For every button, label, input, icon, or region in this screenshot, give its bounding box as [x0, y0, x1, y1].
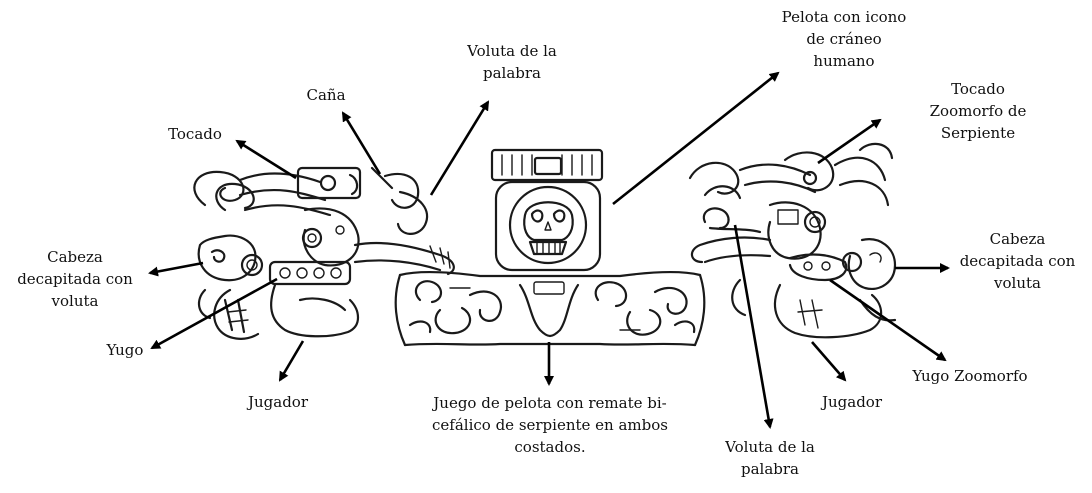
arrow-yugo	[152, 279, 277, 348]
arrow-tocado-zoomorfo	[818, 120, 880, 163]
ballcourt-bicephalic-serpent	[396, 272, 705, 345]
label-voluta-bottom: Voluta de la palabra	[700, 436, 840, 480]
label-cana: Caña	[296, 84, 356, 106]
arrow-cabeza-left	[150, 263, 203, 273]
label-pelota: Pelota con icono de cráneo humano	[764, 6, 924, 72]
left-player-figure	[194, 168, 453, 339]
arrow-tocado	[237, 141, 296, 178]
label-juego: Juego de pelota con remate bi- cefálico …	[410, 392, 690, 458]
label-jugador-right: Jugador	[802, 391, 902, 413]
ball-with-skull	[492, 150, 602, 270]
label-yugo: Yugo	[95, 339, 155, 361]
arrow-cana	[343, 113, 380, 174]
arrow-jugador-left	[280, 341, 303, 380]
arrow-jugador-right	[812, 342, 845, 380]
label-tocado-zoomorfo: Tocado Zoomorfo de Serpiente	[918, 78, 1038, 144]
label-cabeza-left: Cabeza decapitada con voluta	[0, 246, 150, 312]
label-yugo-zoomorfo: Yugo Zoomorfo	[890, 365, 1050, 387]
arrow-pelota	[613, 73, 778, 204]
label-cabeza-right: Cabeza decapitada con voluta	[945, 228, 1090, 294]
arrow-yugo-zoomorfo	[830, 280, 945, 360]
right-player-figure	[690, 144, 895, 337]
label-tocado: Tocado	[150, 123, 240, 145]
label-voluta-top: Voluta de la palabra	[447, 40, 577, 84]
arrow-voluta-top	[431, 102, 488, 195]
label-jugador-left: Jugador	[228, 391, 328, 413]
